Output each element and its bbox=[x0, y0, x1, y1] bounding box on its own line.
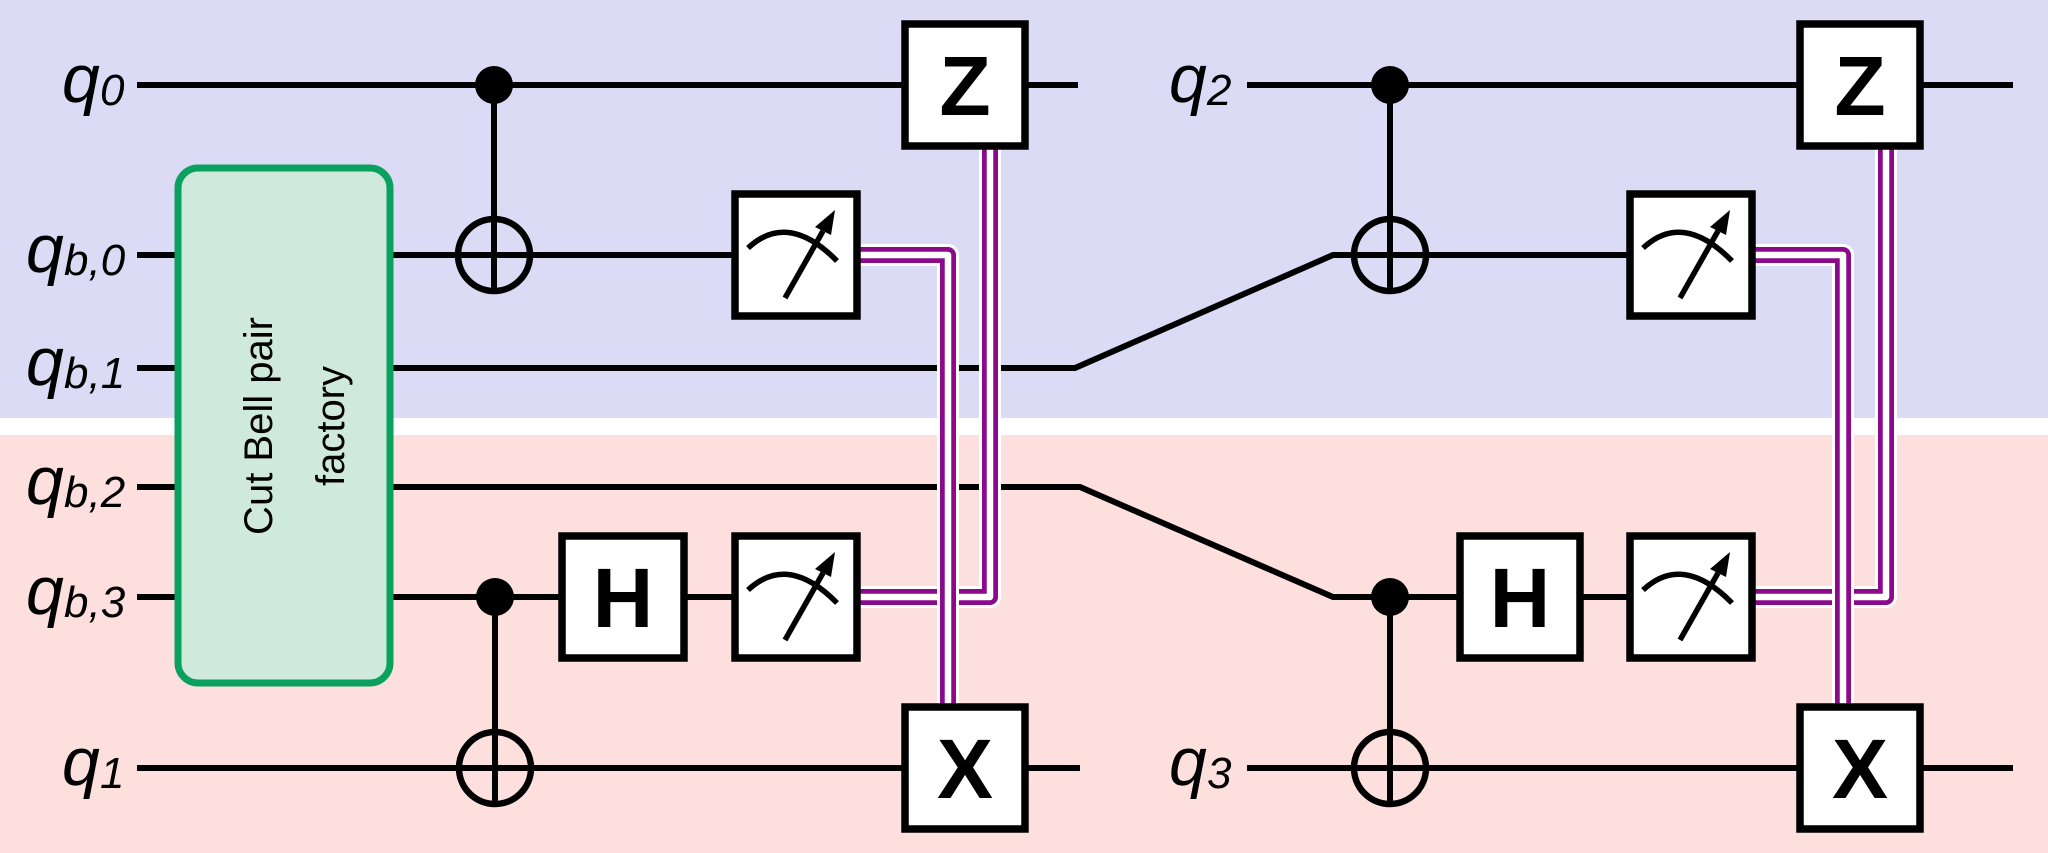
h-gate-right-label: H bbox=[1490, 551, 1551, 645]
measurement-qb3-box bbox=[731, 532, 861, 662]
cnot3-target-icon bbox=[1350, 215, 1430, 295]
label-q2-sub: 2 bbox=[1206, 66, 1231, 115]
x-gate-right-box bbox=[1796, 703, 1924, 833]
z-gate-right-label: Z bbox=[1834, 39, 1885, 133]
cnot1-target-icon bbox=[454, 215, 534, 295]
wire-labels: q 0 q b,0 q b,1 q b,2 q b,3 q 1 q 2 q 3 bbox=[26, 41, 1232, 800]
x-gate-left-label: X bbox=[937, 722, 993, 816]
cnot-gates bbox=[454, 66, 1430, 808]
label-qb2-sub: b,2 bbox=[64, 468, 125, 517]
measurement-qb2-box bbox=[1626, 532, 1756, 662]
label-qb3-base: q bbox=[26, 553, 64, 629]
label-qb0-sub: b,0 bbox=[64, 236, 126, 285]
factory-label-line2: factory bbox=[309, 366, 353, 486]
label-qb3-sub: b,3 bbox=[64, 578, 126, 627]
label-qb0-base: q bbox=[26, 211, 64, 287]
label-qb1-base: q bbox=[26, 324, 64, 400]
x-gate-left-box bbox=[901, 703, 1029, 833]
gate-boxes bbox=[558, 20, 1924, 833]
z-gate-left-box bbox=[901, 20, 1029, 150]
cnot2-target-icon bbox=[455, 728, 535, 808]
z-gate-left-label: Z bbox=[939, 39, 990, 133]
label-q0-sub: 0 bbox=[100, 66, 125, 115]
label-q3-sub: 3 bbox=[1207, 749, 1232, 798]
cnot4-control-dot bbox=[1371, 578, 1409, 616]
measurement-qb1-box bbox=[1626, 190, 1756, 320]
label-q1-sub: 1 bbox=[100, 749, 124, 798]
label-q0-base: q bbox=[62, 41, 100, 117]
h-gate-right-box bbox=[1456, 532, 1584, 662]
label-qb1-sub: b,1 bbox=[64, 349, 125, 398]
label-q2-base: q bbox=[1169, 41, 1207, 117]
cnot1-control-dot bbox=[475, 66, 513, 104]
wire-qb1-main bbox=[388, 252, 1630, 371]
bell-pair-factory-box bbox=[174, 164, 394, 687]
h-gate-left-label: H bbox=[593, 551, 654, 645]
classical-wire-left-meas-to-z bbox=[857, 146, 1001, 608]
cnot2-control-dot bbox=[476, 578, 514, 616]
classical-wire-right-meas-to-x bbox=[1752, 244, 1854, 707]
classical-wire-left-meas-to-x bbox=[857, 244, 959, 707]
label-q3-base: q bbox=[1169, 724, 1207, 800]
factory-label-line1: Cut Bell pair bbox=[237, 317, 281, 535]
h-gate-left-box bbox=[558, 532, 688, 662]
classical-wire-right-meas-to-z bbox=[1752, 146, 1897, 608]
measurement-qb0-box bbox=[731, 190, 861, 320]
cnot4-target-icon bbox=[1350, 728, 1430, 808]
cnot3-control-dot bbox=[1371, 66, 1409, 104]
label-q1-base: q bbox=[62, 724, 100, 800]
z-gate-right-box bbox=[1796, 20, 1924, 150]
x-gate-right-label: X bbox=[1832, 722, 1888, 816]
quantum-wires bbox=[137, 82, 2013, 771]
label-qb2-base: q bbox=[26, 443, 64, 519]
region-gap bbox=[0, 418, 2048, 435]
